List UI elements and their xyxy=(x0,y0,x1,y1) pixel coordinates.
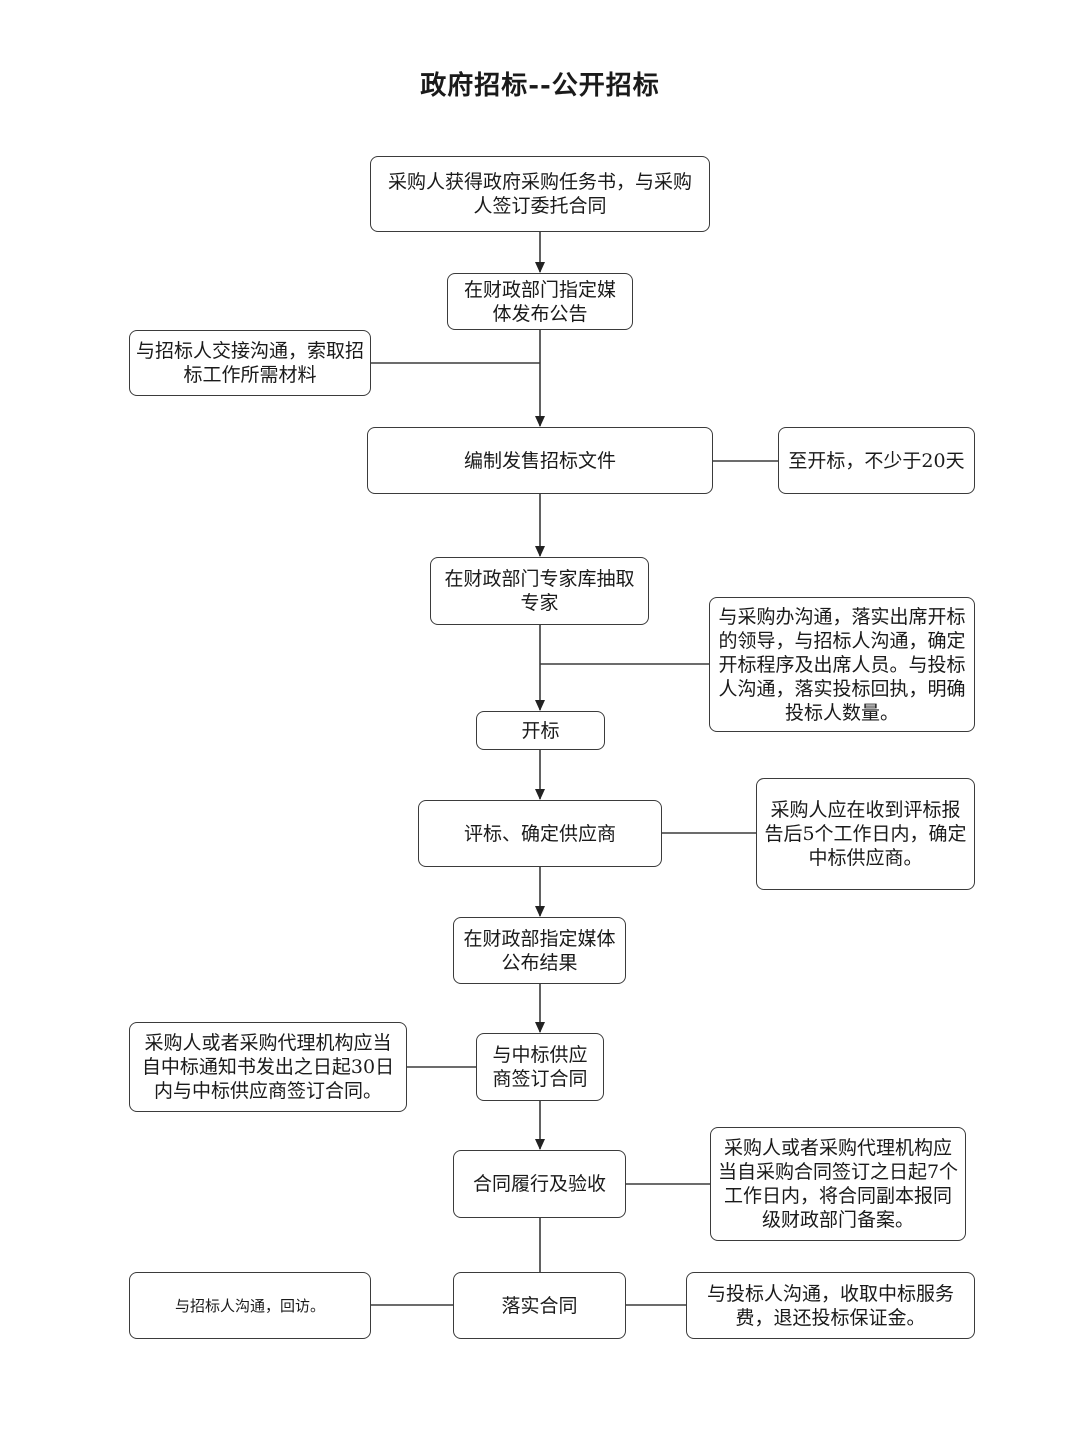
note-service-fee-label: 与投标人沟通，收取中标服务费，退还投标保证金。 xyxy=(706,1282,954,1329)
note-confirm-supplier: 采购人应在收到评标报告后5个工作日内，确定中标供应商。 xyxy=(756,778,975,890)
step-sign-contract-label: 与中标供应商签订合同 xyxy=(492,1044,588,1090)
note-confirm-supplier-label: 采购人应在收到评标报告后5个工作日内，确定中标供应商。 xyxy=(764,799,967,869)
step-evaluate-label: 评标、确定供应商 xyxy=(463,822,616,845)
step-draw-experts: 在财政部门专家库抽取专家 xyxy=(430,557,649,625)
step-prepare-docs-label: 编制发售招标文件 xyxy=(463,449,616,472)
step-publish-notice: 在财政部门指定媒体发布公告 xyxy=(447,273,633,330)
page-title: 政府招标--公开招标 xyxy=(420,71,660,101)
step-publish-result: 在财政部指定媒体公布结果 xyxy=(453,917,626,984)
note-revisit-label: 与招标人沟通，回访。 xyxy=(174,1296,325,1315)
step-publish-result-label: 在财政部指定媒体公布结果 xyxy=(463,927,616,974)
note-filing: 采购人或者采购代理机构应当自采购合同签订之日起7个工作日内，将合同副本报同级财政… xyxy=(710,1127,966,1241)
note-revisit: 与招标人沟通，回访。 xyxy=(129,1272,371,1339)
step-evaluate: 评标、确定供应商 xyxy=(418,800,662,867)
step-publish-notice-label: 在财政部门指定媒体发布公告 xyxy=(463,278,616,325)
note-coordinate: 与采购办沟通，落实出席开标的领导，与招标人沟通，确定开标程序及出席人员。与投标人… xyxy=(709,597,975,732)
step-prepare-docs: 编制发售招标文件 xyxy=(367,427,713,494)
note-handover-label: 与招标人交接沟通，索取招标工作所需材料 xyxy=(136,340,365,386)
step-implement: 落实合同 xyxy=(453,1272,626,1339)
note-sign-deadline-label: 采购人或者采购代理机构应当自中标通知书发出之日起30日内与中标供应商签订合同。 xyxy=(141,1032,395,1102)
step-sign-contract: 与中标供应商签订合同 xyxy=(476,1033,604,1101)
step-open-bid-label: 开标 xyxy=(521,719,560,742)
note-min-days: 至开标，不少于20天 xyxy=(778,427,975,494)
note-filing-label: 采购人或者采购代理机构应当自采购合同签订之日起7个工作日内，将合同副本报同级财政… xyxy=(717,1137,959,1231)
step-task-label: 采购人获得政府采购任务书，与采购人签订委托合同 xyxy=(387,171,692,217)
note-sign-deadline: 采购人或者采购代理机构应当自中标通知书发出之日起30日内与中标供应商签订合同。 xyxy=(129,1022,407,1112)
note-service-fee: 与投标人沟通，收取中标服务费，退还投标保证金。 xyxy=(686,1272,975,1339)
step-open-bid: 开标 xyxy=(476,711,605,750)
step-perform-accept: 合同履行及验收 xyxy=(453,1150,626,1218)
note-coordinate-label: 与采购办沟通，落实出席开标的领导，与招标人沟通，确定开标程序及出席人员。与投标人… xyxy=(718,605,966,724)
note-min-days-label: 至开标，不少于20天 xyxy=(788,449,965,472)
step-draw-experts-label: 在财政部门专家库抽取专家 xyxy=(444,568,635,614)
step-implement-label: 落实合同 xyxy=(501,1294,578,1317)
step-task: 采购人获得政府采购任务书，与采购人签订委托合同 xyxy=(370,156,710,232)
step-perform-accept-label: 合同履行及验收 xyxy=(472,1173,606,1195)
note-handover: 与招标人交接沟通，索取招标工作所需材料 xyxy=(129,330,371,396)
